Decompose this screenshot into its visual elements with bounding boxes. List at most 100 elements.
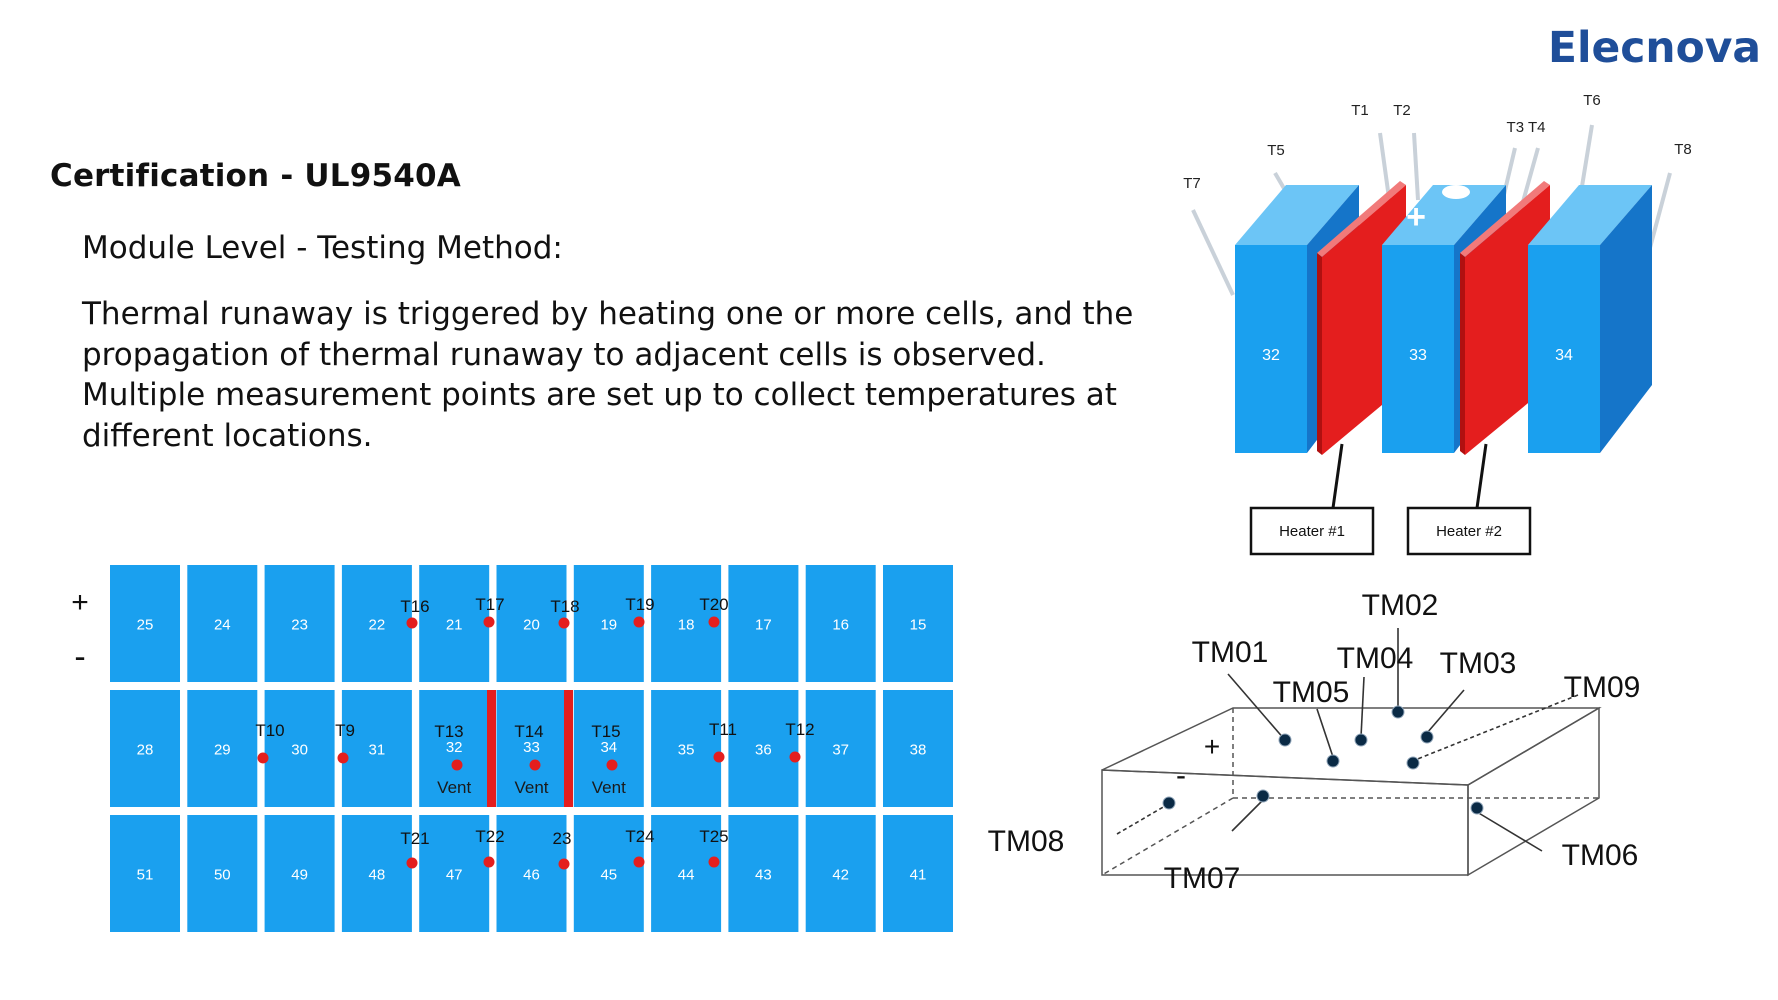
module-cell-label: 34 (600, 739, 617, 756)
box-plus-sign: + (1204, 731, 1220, 762)
module-cell-19: 19 (573, 565, 644, 682)
cell-heater-diagram: 32 33 + - 34 T7 T5 T1 T2 T3 T4 T6 T8 (1183, 92, 1692, 556)
sensor-tm08: TM08 (988, 825, 1065, 858)
module-cell-44: 44 (651, 815, 722, 932)
sensor-tm07: TM07 (1164, 862, 1241, 895)
thermocouple-label: T25 (699, 827, 728, 846)
thermocouple-label: T14 (514, 722, 543, 741)
thermocouple-dot (483, 856, 495, 868)
module-cell-28: 28 (110, 690, 180, 807)
thermocouple-label: T10 (255, 721, 284, 740)
thermocouple-t20: T20 (699, 595, 729, 628)
polarity-minus: - (74, 638, 85, 676)
module-cell-label: 43 (755, 867, 772, 884)
module-cell-30: 30 (264, 690, 335, 807)
module-cell-label: 41 (910, 867, 927, 884)
module-cell-49: 49 (264, 815, 335, 932)
module-cell-35: 35 (651, 690, 722, 807)
module-cell-label: 48 (369, 867, 386, 884)
module-cell-46: 46 (496, 815, 567, 932)
module-cell-25: 25 (110, 565, 180, 682)
thermocouple-dot (633, 616, 645, 628)
thermocouple-dot (558, 617, 570, 629)
cell-34: 34 (1528, 185, 1652, 453)
thermocouple-dot (337, 752, 349, 764)
box-minus-sign: - (1176, 759, 1186, 792)
thermocouple-t18: T18 (550, 597, 580, 629)
module-cell-label: 19 (600, 617, 617, 634)
module-box-diagram: + - TM01 TM02 TM03 TM04 TM05 TM06 TM07 T… (988, 589, 1641, 895)
module-cell-label: 22 (369, 617, 386, 634)
heater-2-box: Heater #2 (1406, 506, 1532, 556)
slide-body-text: Thermal runaway is triggered by heating … (82, 296, 1134, 454)
module-cell-label: 51 (137, 867, 154, 884)
module-cell-label: 23 (291, 617, 308, 634)
sensor-tm09: TM09 (1564, 671, 1641, 704)
module-cell-15: 15 (883, 565, 953, 682)
module-cell-label: 50 (214, 867, 231, 884)
thermocouple-label: T22 (475, 827, 504, 846)
thermocouple-t22: T22 (475, 827, 505, 868)
module-cell-29: 29 (187, 690, 258, 807)
thermocouple-t13: T13 (434, 722, 464, 771)
module-cell-37: 37 (805, 690, 876, 807)
thermocouple-label: T11 (709, 720, 737, 739)
module-cell-20: 20 (496, 565, 567, 682)
probe-t7: T7 (1183, 175, 1201, 192)
terminal-minus-sign: - (1478, 158, 1487, 189)
thermocouple-t16: T16 (400, 597, 430, 629)
thermocouple-label: T18 (550, 597, 579, 616)
thermocouple-label: T16 (400, 597, 429, 616)
module-cell-16: 16 (805, 565, 876, 682)
thermocouple-dot (406, 617, 418, 629)
module-cell-label: 32 (446, 739, 463, 756)
heater-1-box: Heater #1 (1249, 506, 1375, 556)
thermocouple-dot (789, 751, 801, 763)
vent-label: Vent (514, 778, 548, 797)
sensor-tm05: TM05 (1273, 676, 1350, 709)
module-cell-24: 24 (187, 565, 258, 682)
module-cell-label: 37 (832, 742, 849, 759)
thermocouple-dot (708, 616, 720, 628)
thermocouple-label: T15 (591, 722, 620, 741)
module-cell-label: 45 (600, 867, 617, 884)
box-outline (1101, 706, 1602, 877)
module-cell-38: 38 (883, 690, 953, 807)
probe-t3-t4: T3 T4 (1507, 119, 1546, 136)
thermocouple-dot (713, 751, 725, 763)
module-cell-label: 44 (678, 867, 695, 884)
thermocouple-label: 23 (553, 829, 572, 848)
module-cell-31: 31 (341, 690, 412, 807)
module-cell-label: 49 (291, 867, 308, 884)
module-cell-label: 35 (678, 742, 695, 759)
thermocouple-t12: T12 (785, 720, 815, 763)
thermocouple-label: T24 (625, 827, 654, 846)
thermocouple-t21: T21 (400, 829, 430, 869)
probe-t1: T1 (1351, 102, 1369, 119)
thermocouple-label: T20 (699, 595, 728, 614)
probe-t6: T6 (1583, 92, 1601, 109)
thermocouple-t11: T11 (709, 720, 737, 763)
cell-label-33: 33 (1409, 347, 1427, 364)
slide-title: Certification - UL9540A (50, 158, 461, 194)
thermocouple-t14: T14 (514, 722, 544, 771)
sensor-tm02: TM02 (1362, 589, 1439, 622)
module-cell-label: 29 (214, 742, 231, 759)
cell-label-34: 34 (1555, 347, 1573, 364)
thermocouple-t9: T9 (335, 721, 355, 764)
module-cell-50: 50 (187, 815, 258, 932)
probe-t5: T5 (1267, 142, 1285, 159)
vent-label: Vent (592, 778, 626, 797)
module-cell-label: 30 (291, 742, 308, 759)
module-cell-17: 17 (728, 565, 799, 682)
probe-t2: T2 (1393, 102, 1411, 119)
thermocouple-dot (257, 752, 269, 764)
module-cell-label: 24 (214, 617, 231, 634)
thermocouple-23: 23 (553, 829, 572, 870)
module-cell-label: 47 (446, 867, 463, 884)
